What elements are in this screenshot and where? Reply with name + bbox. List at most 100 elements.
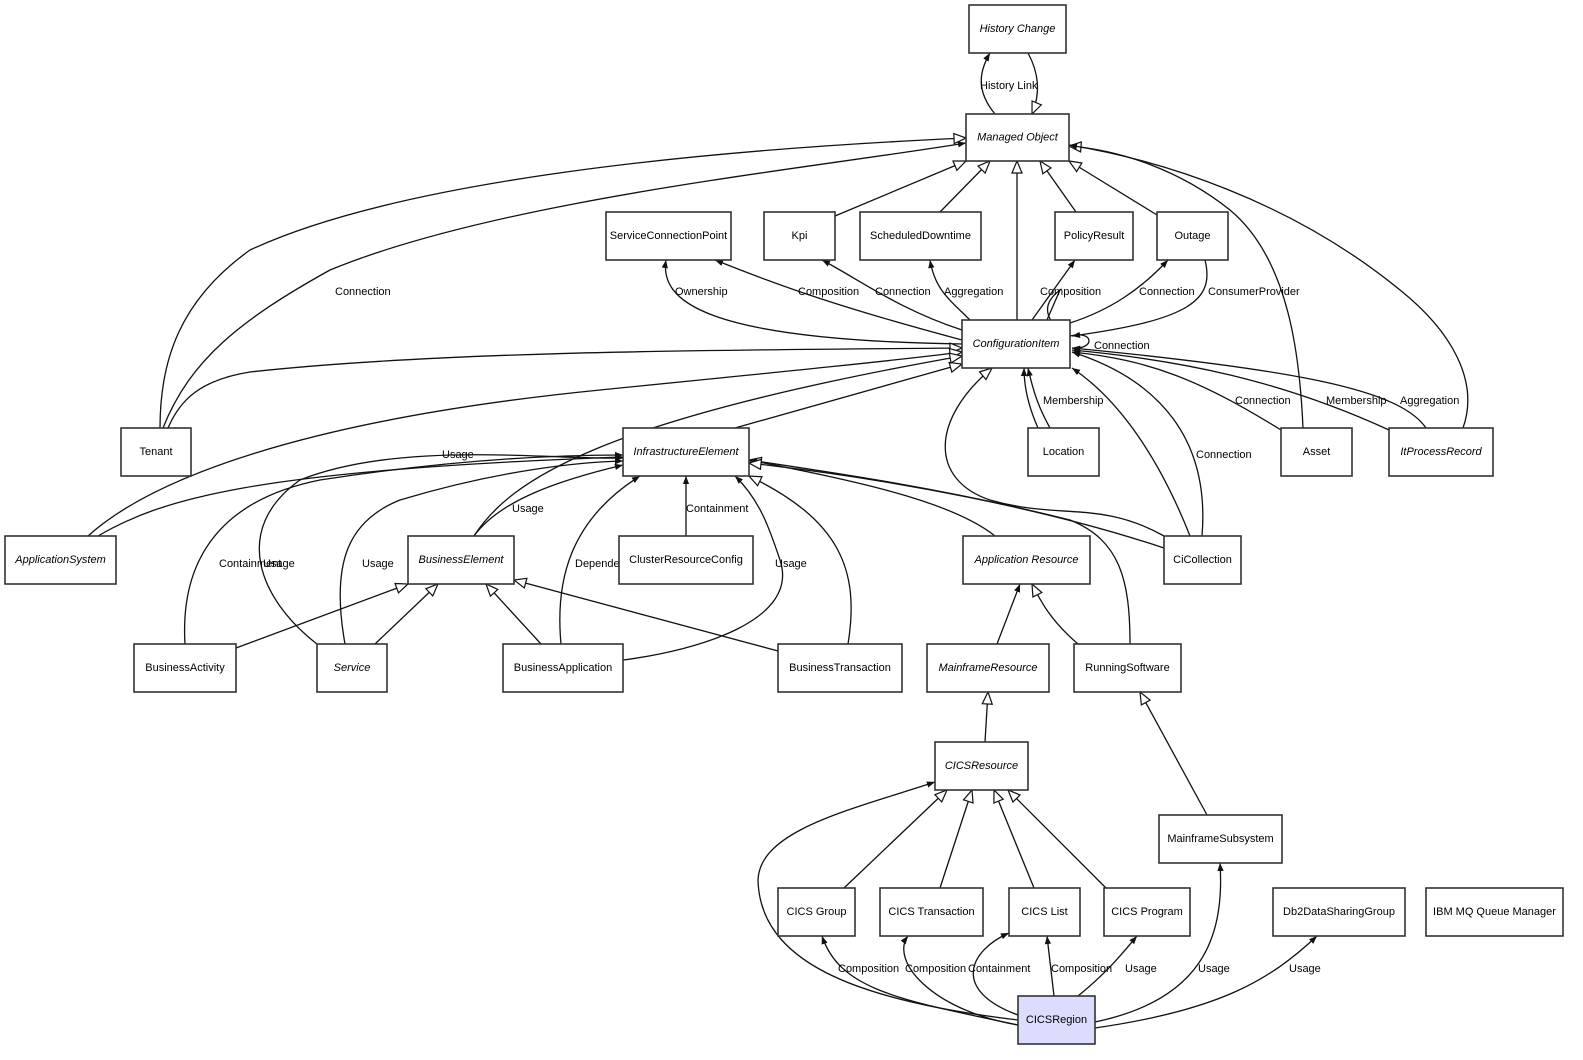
- node-mainframe-subsystem[interactable]: MainframeSubsystem: [1158, 814, 1283, 864]
- edge-label: Usage: [512, 503, 544, 515]
- node-box[interactable]: [934, 741, 1029, 791]
- node-label: CICSRegion: [1026, 1014, 1087, 1026]
- node-mainframe-resource[interactable]: MainframeResource: [926, 643, 1050, 693]
- node-box[interactable]: [4, 535, 117, 585]
- edge-inheritance-cics-resource-to-mainframe-resource: [1032, 584, 1079, 645]
- node-cics-group[interactable]: CICS Group: [777, 887, 856, 937]
- node-scheduled-downtime[interactable]: ScheduledDowntime: [859, 211, 982, 261]
- node-box[interactable]: [968, 4, 1067, 54]
- edge-label: Composition: [798, 286, 859, 298]
- node-application-system[interactable]: ApplicationSystem: [4, 535, 117, 585]
- node-box[interactable]: [407, 535, 515, 585]
- node-policy-result[interactable]: PolicyResult: [1054, 211, 1134, 261]
- edge-inheritance-location-to-configuration-item: [473, 356, 962, 537]
- inheritance-arrow: [87, 352, 962, 537]
- node-box[interactable]: [1272, 887, 1406, 937]
- node-label: MainframeResource: [938, 662, 1037, 674]
- edge-label: Usage: [362, 558, 394, 570]
- node-box[interactable]: [1158, 814, 1283, 864]
- node-box[interactable]: [1156, 211, 1229, 261]
- node-box[interactable]: [879, 887, 984, 937]
- edge-association-application-system-to-infrastructure-element: [1071, 345, 1427, 429]
- edge-label: Aggregation: [944, 286, 1003, 298]
- node-box[interactable]: [316, 643, 388, 693]
- node-it-process-record[interactable]: ItProcessRecord: [1388, 427, 1494, 477]
- node-cics-list[interactable]: CICS List: [1008, 887, 1081, 937]
- node-tenant[interactable]: Tenant: [120, 427, 192, 477]
- node-history-change[interactable]: History Change: [968, 4, 1067, 54]
- node-box[interactable]: [1103, 887, 1191, 937]
- node-box[interactable]: [120, 427, 192, 477]
- node-location[interactable]: Location: [1027, 427, 1100, 477]
- node-business-activity[interactable]: BusinessActivity: [133, 643, 237, 693]
- node-label: Service: [334, 662, 371, 674]
- association-arrow: [622, 475, 784, 661]
- node-cics-resource[interactable]: CICSResource: [934, 741, 1029, 791]
- edge-label: Connection: [875, 286, 931, 298]
- node-ibm-mq-queue-manager[interactable]: IBM MQ Queue Manager: [1425, 887, 1564, 937]
- node-cics-region[interactable]: CICSRegion: [1017, 995, 1096, 1045]
- node-box[interactable]: [859, 211, 982, 261]
- inheritance-arrow: [749, 476, 852, 645]
- node-label: ItProcessRecord: [1400, 446, 1482, 458]
- edge-inheritance-application-resource-to-infrastructure-element: [749, 476, 852, 645]
- edge-label: Containment: [219, 558, 281, 570]
- node-configuration-item[interactable]: ConfigurationItem: [961, 319, 1071, 369]
- node-kpi[interactable]: Kpi: [763, 211, 836, 261]
- edge-inheritance-cics-list-to-cics-resource: [939, 790, 972, 889]
- node-application-resource[interactable]: Application Resource: [962, 535, 1091, 585]
- node-business-element[interactable]: BusinessElement: [407, 535, 515, 585]
- inheritance-arrow: [1069, 161, 1158, 216]
- node-business-transaction[interactable]: BusinessTransaction: [777, 643, 903, 693]
- inheritance-arrow: [734, 364, 962, 429]
- edge-association-cics-region-to-ibm-mq-queue-manager: [1094, 935, 1318, 1029]
- edge-inheritance-infrastructure-element-to-configuration-item: [87, 352, 962, 537]
- node-box[interactable]: [961, 319, 1071, 369]
- node-running-software[interactable]: RunningSoftware: [1073, 643, 1182, 693]
- node-box[interactable]: [133, 643, 237, 693]
- node-box[interactable]: [1008, 887, 1081, 937]
- node-box[interactable]: [605, 211, 732, 261]
- node-box[interactable]: [1017, 995, 1096, 1045]
- node-box[interactable]: [1163, 535, 1242, 585]
- node-managed-object[interactable]: Managed Object: [965, 113, 1070, 162]
- inheritance-arrow: [473, 356, 962, 537]
- node-box[interactable]: [777, 887, 856, 937]
- node-service[interactable]: Service: [316, 643, 388, 693]
- node-box[interactable]: [965, 113, 1070, 162]
- inheritance-arrow: [834, 161, 966, 217]
- node-box[interactable]: [1054, 211, 1134, 261]
- edge-label: Composition: [838, 963, 899, 975]
- edge-label: Connection: [1196, 449, 1252, 461]
- node-box[interactable]: [763, 211, 836, 261]
- node-label: BusinessElement: [419, 554, 505, 566]
- node-box[interactable]: [1425, 887, 1564, 937]
- association-arrow: [162, 141, 967, 429]
- node-box[interactable]: [926, 643, 1050, 693]
- node-db2-data-sharing-group[interactable]: Db2DataSharingGroup: [1272, 887, 1406, 937]
- node-infrastructure-element[interactable]: InfrastructureElement: [622, 427, 750, 477]
- node-label: IBM MQ Queue Manager: [1433, 906, 1556, 918]
- node-label: CICS Transaction: [888, 906, 974, 918]
- node-cluster-resource-config[interactable]: ClusterResourceConfig: [618, 535, 754, 585]
- node-box[interactable]: [502, 643, 624, 693]
- node-label: ApplicationSystem: [14, 554, 106, 566]
- node-cics-transaction[interactable]: CICS Transaction: [879, 887, 984, 937]
- edge-label: Usage: [775, 558, 807, 570]
- edge-label: Composition: [905, 963, 966, 975]
- node-box[interactable]: [622, 427, 750, 477]
- node-cics-program[interactable]: CICS Program: [1103, 887, 1191, 937]
- node-box[interactable]: [1027, 427, 1100, 477]
- node-box[interactable]: [777, 643, 903, 693]
- node-service-connection-point[interactable]: ServiceConnectionPoint: [605, 211, 732, 261]
- node-ci-collection[interactable]: CiCollection: [1163, 535, 1242, 585]
- node-asset[interactable]: Asset: [1280, 427, 1353, 477]
- node-outage[interactable]: Outage: [1156, 211, 1229, 261]
- node-box[interactable]: [1388, 427, 1494, 477]
- node-box[interactable]: [1280, 427, 1353, 477]
- node-label: PolicyResult: [1064, 230, 1125, 242]
- node-box[interactable]: [618, 535, 754, 585]
- node-box[interactable]: [962, 535, 1091, 585]
- node-business-application[interactable]: BusinessApplication: [502, 643, 624, 693]
- node-box[interactable]: [1073, 643, 1182, 693]
